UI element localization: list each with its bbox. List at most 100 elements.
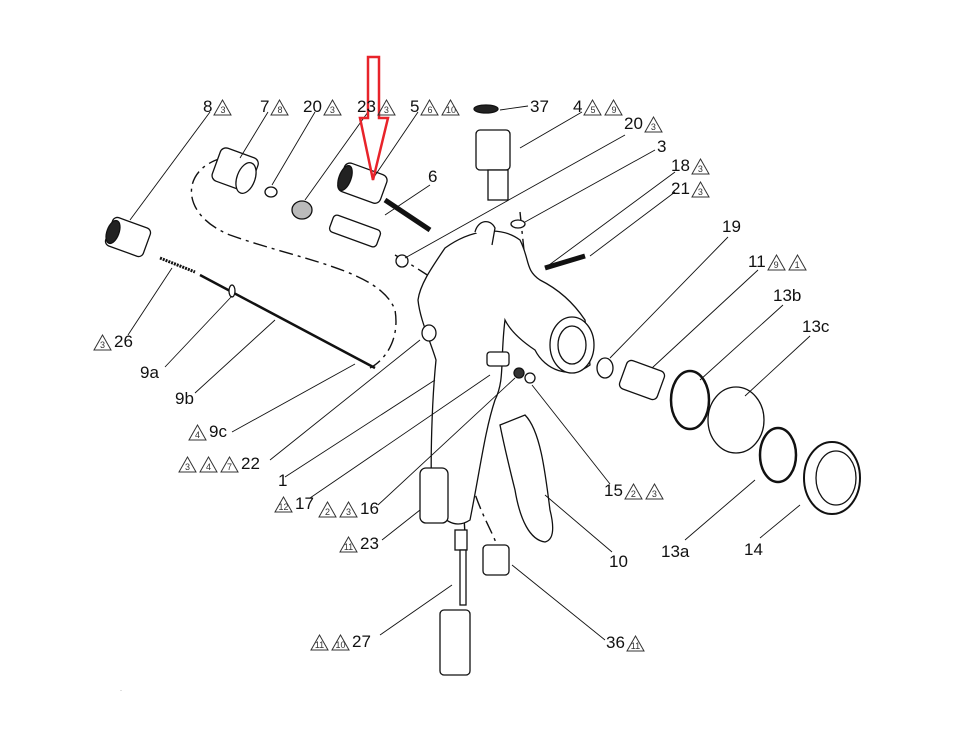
note-triangle-icon: 6 (420, 99, 440, 116)
note-number: 7 (226, 462, 232, 472)
note-triangle-icon: 10 (441, 99, 461, 116)
note-triangle-icon: 3 (644, 116, 663, 133)
note-triangle-icon: 4 (199, 456, 218, 473)
callout-20: 20 3 (624, 115, 664, 133)
callout-13b: 13b (773, 287, 801, 305)
note-number: 4 (205, 462, 211, 472)
part-number: 18 (671, 156, 690, 175)
note-number: 2 (630, 489, 636, 499)
part-number: 16 (360, 499, 379, 518)
note-triangle-icon: 9 (604, 99, 624, 116)
note-triangle-icon: 3 (323, 99, 342, 116)
note-number: 3 (650, 122, 656, 132)
highlight-arrow (358, 55, 390, 181)
callout-3: 3 (657, 138, 666, 156)
part-number: 13a (661, 542, 690, 561)
trigger (499, 414, 554, 543)
note-number: 8 (277, 105, 283, 115)
part-number: 11 (748, 252, 766, 271)
note-number: 11 (630, 641, 641, 651)
note-number: 9 (773, 260, 779, 270)
callout-19: 19 (722, 218, 741, 236)
part-number: 14 (744, 540, 763, 559)
note-number: 3 (697, 164, 703, 174)
note-number: 2 (324, 507, 330, 517)
part-number: 9b (175, 389, 194, 408)
note-triangle-icon: 7 (220, 456, 239, 473)
callout-1: 1 (278, 472, 287, 490)
callout-14: 14 (744, 541, 763, 559)
note-number: 3 (220, 105, 226, 115)
note-number: 3 (651, 489, 657, 499)
note-triangle-icon: 3 (691, 181, 710, 198)
note-triangle-icon: 3 (377, 99, 396, 116)
callout-9b: 9b (175, 390, 194, 408)
note-number: 3 (99, 340, 105, 350)
note-triangle-icon: 2 (318, 501, 337, 518)
note-number: 4 (194, 430, 200, 440)
part-number: 26 (114, 332, 133, 351)
note-triangle-icon: 9 (766, 254, 786, 271)
callout-36: 36 11 (606, 634, 646, 652)
note-triangle-icon: 8 (270, 99, 290, 116)
note-number: 3 (329, 105, 335, 115)
part-number: 20 (624, 114, 643, 133)
part-number: 21 (671, 179, 690, 198)
part-number: 3 (657, 137, 667, 156)
part-number: 6 (428, 167, 438, 186)
note-triangle-icon: 12 (274, 496, 293, 513)
note-triangle-icon: 3 (645, 483, 664, 500)
note-number: 10 (445, 105, 456, 115)
part-number: 13c (802, 317, 830, 336)
part-number: 17 (295, 494, 314, 513)
part-number: 19 (722, 217, 741, 236)
note-triangle-icon: 3 (339, 501, 358, 518)
note-triangle-icon: 3 (93, 334, 112, 351)
part-number: 8 (203, 97, 213, 116)
callout-20: 20 3 (303, 98, 343, 116)
callout-26: 3 26 (93, 333, 133, 351)
callout-23: 11 23 (339, 535, 379, 553)
note-number: 5 (590, 105, 596, 115)
callout-13a: 13a (661, 543, 689, 561)
part-number: 9c (209, 422, 227, 441)
note-triangle-icon: 4 (188, 424, 207, 441)
callout-6: 6 (428, 168, 437, 186)
callout-9a: 9a (140, 364, 159, 382)
note-number: 12 (278, 502, 289, 512)
part-number: 36 (606, 633, 625, 652)
note-number: 10 (335, 640, 346, 650)
note-triangle-icon: 3 (691, 158, 710, 175)
note-triangle-icon: 11 (626, 635, 645, 652)
part-number: 15 (604, 481, 623, 500)
part-number: 9a (140, 363, 159, 382)
note-number: 11 (343, 542, 354, 552)
note-number: 9 (611, 105, 617, 115)
callout-17: 12 17 (274, 495, 314, 513)
callout-9c: 4 9c (188, 423, 227, 441)
note-triangle-icon: 3 (213, 99, 233, 116)
note-number: 1 (794, 260, 800, 270)
part-number: 5 (410, 97, 420, 116)
part-number: 20 (303, 97, 322, 116)
note-number: 3 (345, 507, 351, 517)
part-number: 1 (278, 471, 288, 490)
note-number: 6 (427, 105, 433, 115)
note-triangle-icon: 11 (339, 536, 358, 553)
part-number: 10 (609, 552, 628, 571)
note-triangle-icon: 2 (624, 483, 643, 500)
leader-lines (127, 105, 811, 641)
callout-11: 11 9 1 (748, 253, 808, 271)
note-triangle-icon: 11 (310, 634, 329, 651)
callout-37: 37 (530, 98, 549, 116)
part-number: 23 (360, 534, 379, 553)
note-number: 11 (314, 640, 325, 650)
